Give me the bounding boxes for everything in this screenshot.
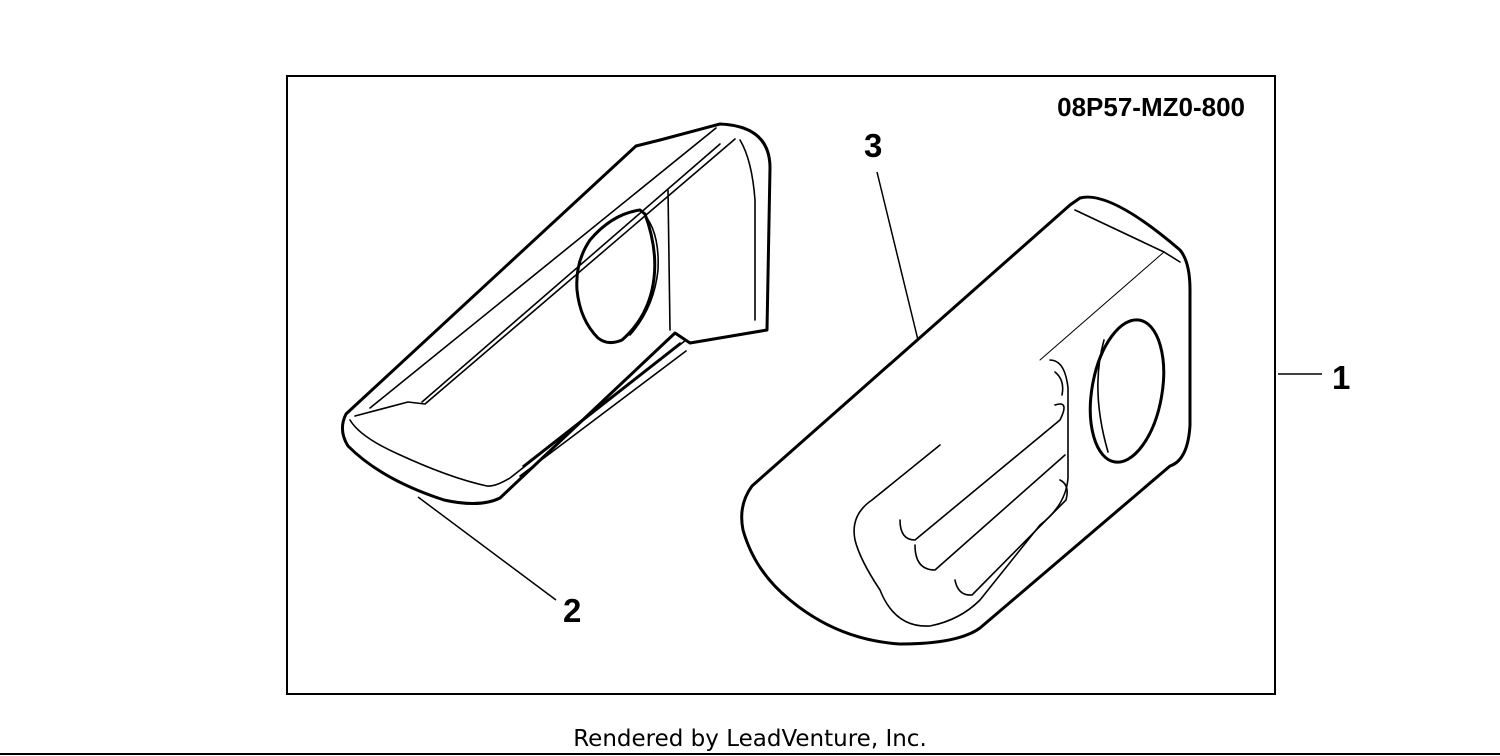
leader-line-3 [876,171,919,341]
left-part-drawing [341,122,772,505]
leader-line-2 [417,496,557,601]
footer-credit: Rendered by LeadVenture, Inc. [573,726,927,752]
callout-1: 1 [1332,359,1350,396]
part-number-label: 08P57-MZ0-800 [1057,92,1245,122]
callout-2: 2 [563,592,581,629]
right-part-drawing [740,195,1192,646]
diagram-frame [286,75,1276,695]
callout-3: 3 [864,127,882,164]
